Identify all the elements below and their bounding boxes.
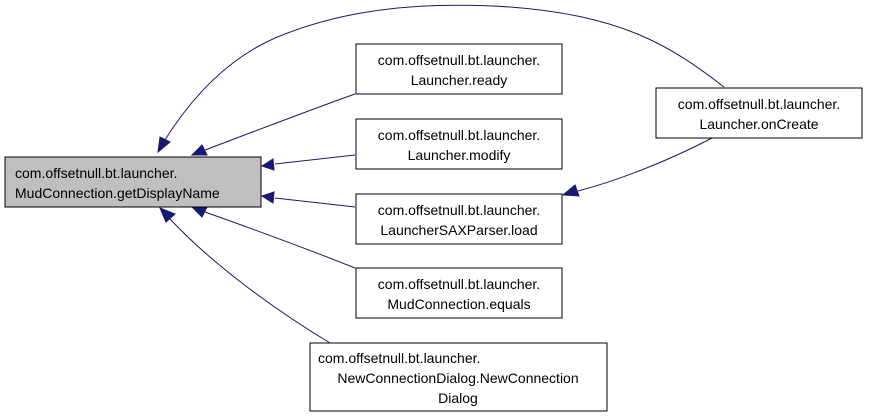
node-dialog-line-1: com.offsetnull.bt.launcher. bbox=[318, 350, 480, 366]
edge-dialog-to-root bbox=[159, 207, 331, 344]
node-load-line-2: LauncherSAXParser.load bbox=[380, 222, 537, 238]
node-root-getdisplayname[interactable]: com.offsetnull.bt.launcher. MudConnectio… bbox=[4, 156, 262, 208]
node-equals-line-1: com.offsetnull.bt.launcher. bbox=[378, 276, 540, 292]
node-launcher-oncreate[interactable]: com.offsetnull.bt.launcher. Launcher.onC… bbox=[655, 87, 863, 139]
node-mudconnection-equals[interactable]: com.offsetnull.bt.launcher. MudConnectio… bbox=[355, 267, 563, 319]
node-oncreate-line-2: Launcher.onCreate bbox=[699, 116, 818, 132]
node-dialog-line-3: Dialog bbox=[438, 390, 478, 406]
edge-equals-to-root bbox=[190, 206, 356, 269]
node-launcher-modify[interactable]: com.offsetnull.bt.launcher. Launcher.mod… bbox=[355, 118, 563, 170]
node-root-line-1: com.offsetnull.bt.launcher. bbox=[15, 165, 177, 181]
edge-load-to-root bbox=[260, 191, 356, 208]
edge-oncreate-to-root bbox=[157, 4, 725, 154]
node-launcher-ready[interactable]: com.offsetnull.bt.launcher. Launcher.rea… bbox=[355, 43, 563, 95]
edge-modify-to-root bbox=[260, 154, 356, 171]
edge-oncreate-to-load bbox=[561, 137, 713, 197]
node-load-line-1: com.offsetnull.bt.launcher. bbox=[378, 202, 540, 218]
node-ready-line-1: com.offsetnull.bt.launcher. bbox=[378, 52, 540, 68]
edge-ready-to-root bbox=[190, 93, 356, 156]
node-launchersaxparser-load[interactable]: com.offsetnull.bt.launcher. LauncherSAXP… bbox=[355, 193, 563, 245]
node-oncreate-line-1: com.offsetnull.bt.launcher. bbox=[678, 96, 840, 112]
node-dialog-line-2: NewConnectionDialog.NewConnection bbox=[337, 370, 578, 386]
node-ready-line-2: Launcher.ready bbox=[411, 72, 508, 88]
node-newconnectiondialog[interactable]: com.offsetnull.bt.launcher. NewConnectio… bbox=[309, 342, 608, 412]
node-modify-line-1: com.offsetnull.bt.launcher. bbox=[378, 127, 540, 143]
node-equals-line-2: MudConnection.equals bbox=[387, 296, 530, 312]
node-modify-line-2: Launcher.modify bbox=[408, 147, 511, 163]
node-root-line-2: MudConnection.getDisplayName bbox=[15, 185, 220, 201]
